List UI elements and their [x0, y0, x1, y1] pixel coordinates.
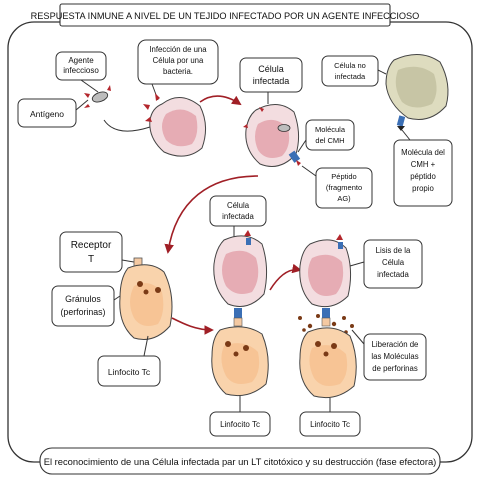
lisis-label-line-3: infectada	[377, 270, 409, 279]
arrow-2	[164, 175, 259, 254]
liberacion-pointer	[351, 329, 365, 345]
receptor-t-box	[59, 231, 123, 273]
molecula-cmh-label-line-1: Molécula	[315, 125, 346, 134]
peptido-box	[315, 167, 373, 209]
bacterium-agent	[84, 85, 111, 108]
lymphocyte-right	[299, 327, 357, 399]
infeccion-label-line-1: Infección de una	[149, 45, 207, 54]
synapse-right	[321, 308, 331, 327]
granulos-label-line-2: (perforinas)	[61, 307, 106, 317]
molecula-cmh-label: Molécula del CMH	[315, 125, 346, 145]
liberacion-label-line-3: de perforinas	[372, 364, 418, 373]
arrow-1	[199, 95, 242, 106]
molecula-cmh-propio-pointer	[401, 129, 411, 141]
antigeno-label-box	[17, 98, 77, 128]
infected-cell-1	[143, 93, 206, 157]
linfocito-left-box	[97, 355, 161, 387]
antigeno-label: Antígeno	[30, 109, 64, 119]
lymphocyte-left	[119, 257, 173, 340]
molecula-cmh-propio-label-line-3: péptido	[410, 172, 436, 181]
infected-cell-4-lysing	[299, 234, 352, 308]
molecula-cmh-box	[305, 119, 355, 151]
celula-infectada-top-label-line-2: infectada	[253, 76, 290, 86]
linfocito-left-label: Linfocito Tc	[108, 367, 151, 377]
liberacion-label-line-2: las Moléculas	[371, 352, 418, 361]
peptido-label-line-3: AG)	[337, 194, 351, 203]
peptido-label-line-1: Péptido	[331, 172, 356, 181]
linfocito-right-label-line-1: Linfocito Tc	[310, 420, 350, 429]
molecula-cmh-pointer	[297, 139, 307, 153]
celula-no-infectada-label-line-2: infectada	[335, 72, 366, 81]
celula-infectada-mid-label-line-1: Célula	[227, 201, 250, 210]
lisis-label: Lisis de la Célula infectada	[376, 246, 411, 279]
figure-caption: El reconocimiento de una Célula infectad…	[44, 456, 437, 467]
liberacion-label: Liberación de las Moléculas de perforinas	[371, 340, 418, 373]
antigeno-pointer	[75, 99, 89, 111]
mhc-self-peptide	[396, 115, 406, 131]
agente-label-line-1: Agente	[68, 56, 94, 65]
mhc-molecule-1	[288, 150, 301, 166]
arrow-4	[269, 263, 302, 291]
lisis-label-line-1: Lisis de la	[376, 246, 411, 255]
granulos-label: Gránulos (perforinas)	[61, 294, 106, 317]
molecula-cmh-propio-label-line-2: CMH +	[411, 160, 436, 169]
infected-cell-2	[243, 104, 300, 167]
lisis-box	[363, 239, 423, 289]
caption-box	[39, 447, 441, 475]
celula-no-infectada-label-line-1: Célula no	[334, 61, 366, 70]
celula-infectada-top-label-line-1: Célula	[258, 64, 284, 74]
molecula-cmh-propio-box	[393, 139, 453, 207]
receptor-t-label-line-2: T	[88, 254, 94, 265]
infeccion-label-line-3: bacteria.	[163, 67, 193, 76]
celula-infectada-top-box	[239, 57, 303, 93]
perforin-granules-released	[298, 314, 354, 334]
celula-no-infectada-pointer	[377, 69, 387, 75]
infeccion-label-box	[137, 39, 219, 85]
granulos-label-line-1: Gránulos	[65, 294, 101, 304]
lisis-pointer	[349, 261, 365, 267]
lymphocyte-mid	[211, 326, 269, 397]
celula-no-infectada-label: Célula no infectada	[334, 61, 366, 81]
linfocito-left-pointer	[143, 335, 149, 357]
arrow-3	[171, 317, 214, 335]
page-title: RESPUESTA INMUNE A NIVEL DE UN TEJIDO IN…	[31, 11, 420, 21]
linfocito-mid-label-line-1: Linfocito Tc	[220, 420, 260, 429]
connector-antigen-cell	[103, 119, 151, 132]
agente-pointer	[80, 79, 99, 93]
molecula-cmh-propio-label-line-4: propio	[412, 184, 434, 193]
linfocito-right-label: Linfocito Tc	[310, 420, 350, 429]
molecula-cmh-propio-label-line-1: Molécula del	[401, 148, 445, 157]
lisis-label-line-2: Célula	[382, 258, 405, 267]
receptor-t-label-line-1: Receptor	[71, 240, 112, 251]
celula-infectada-mid-label: Célula infectada	[222, 201, 254, 221]
antigeno-label-line-1: Antígeno	[30, 109, 64, 119]
celula-no-infectada-box	[321, 55, 379, 87]
liberacion-box	[363, 333, 427, 381]
title-box	[59, 3, 391, 27]
linfocito-mid-label: Linfocito Tc	[220, 420, 260, 429]
peptido-label-line-2: (fragmento	[326, 183, 362, 192]
molecula-cmh-label-line-2: del CMH	[315, 136, 344, 145]
agente-label-line-2: infeccioso	[63, 66, 99, 75]
healthy-cell	[385, 54, 449, 120]
linfocito-left-label-line-1: Linfocito Tc	[108, 367, 151, 377]
granulos-box	[51, 285, 115, 327]
synapse-mid	[233, 308, 243, 327]
celula-infectada-top-label: Célula infectada	[253, 64, 290, 86]
celula-infectada-mid-label-line-2: infectada	[222, 212, 254, 221]
receptor-t-pointer	[121, 259, 135, 263]
infected-cell-3	[213, 230, 268, 307]
peptido-pointer	[301, 165, 317, 177]
liberacion-label-line-1: Liberación de	[372, 340, 419, 349]
celula-infectada-mid-box	[209, 195, 267, 227]
infeccion-label-line-2: Célula por una	[153, 56, 204, 65]
